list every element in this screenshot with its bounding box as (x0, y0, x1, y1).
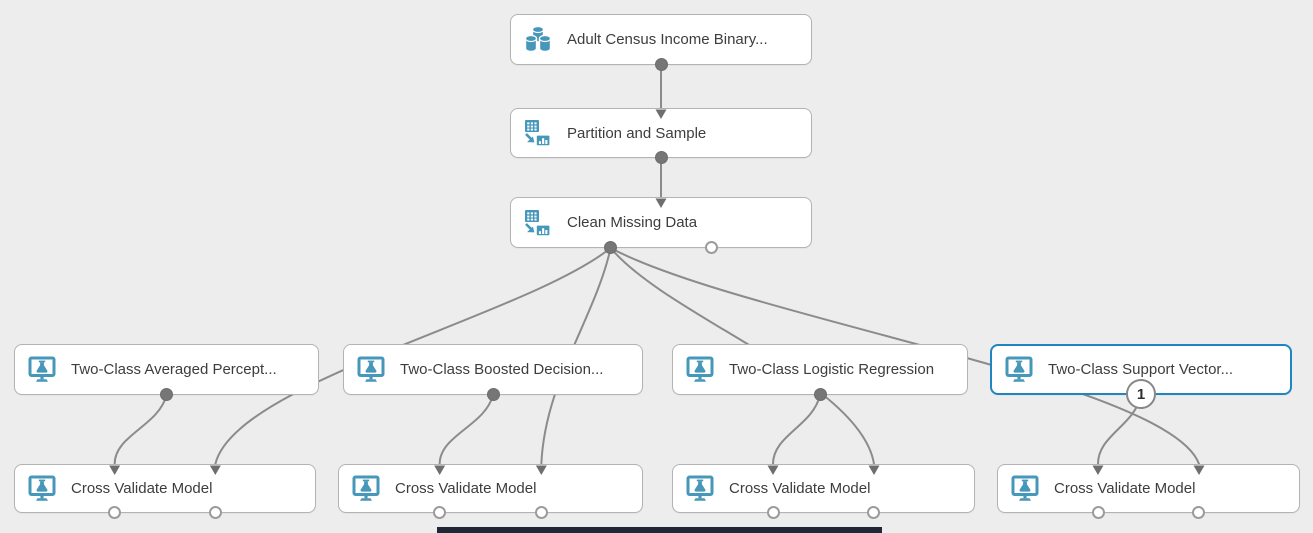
table-to-chart-icon (523, 208, 553, 238)
module-node-adult-census-dataset[interactable]: Adult Census Income Binary... (510, 14, 812, 71)
output-port[interactable] (1192, 506, 1206, 519)
output-port[interactable] (813, 388, 827, 401)
module-node-two-class-averaged-perceptron[interactable]: Two-Class Averaged Percept... (14, 344, 319, 401)
output-port[interactable] (160, 388, 173, 401)
ml-model-icon (356, 355, 386, 385)
module-node-partition-and-sample[interactable]: Partition and Sample (510, 108, 812, 164)
output-port[interactable] (604, 241, 618, 254)
bottom-dark-bar (437, 527, 882, 533)
module-label: Cross Validate Model (395, 480, 537, 497)
module-node-cross-validate-model-1[interactable]: Cross Validate Model (14, 464, 316, 519)
module-label: Cross Validate Model (729, 480, 871, 497)
output-port[interactable] (534, 506, 548, 519)
output-port[interactable] (1091, 506, 1105, 519)
edge-two-class-averaged-perceptron-to-cross-validate-model-1[interactable] (113, 394, 168, 465)
output-port[interactable] (433, 506, 447, 519)
output-port[interactable] (654, 151, 668, 164)
ml-model-icon (1004, 355, 1034, 385)
module-node-two-class-support-vector[interactable]: Two-Class Support Vector...1 (990, 344, 1292, 409)
ml-model-icon (685, 355, 715, 385)
output-port[interactable] (486, 388, 500, 401)
ml-model-icon (27, 355, 57, 385)
output-port[interactable] (654, 58, 668, 71)
output-port[interactable] (867, 506, 881, 519)
dataset-icon (523, 25, 553, 55)
ml-model-icon (351, 474, 381, 504)
edge-two-class-boosted-decision-to-cross-validate-model-2[interactable] (438, 394, 494, 465)
ml-model-icon (685, 474, 715, 504)
module-node-cross-validate-model-2[interactable]: Cross Validate Model (338, 464, 643, 519)
module-label: Two-Class Support Vector... (1048, 361, 1234, 378)
ml-model-icon (1010, 474, 1040, 504)
output-port-badge[interactable]: 1 (1126, 379, 1156, 409)
module-node-cross-validate-model-4[interactable]: Cross Validate Model (997, 464, 1300, 519)
module-label: Two-Class Averaged Percept... (71, 361, 277, 378)
output-port[interactable] (108, 506, 122, 519)
ml-model-icon (27, 474, 57, 504)
module-node-two-class-boosted-decision[interactable]: Two-Class Boosted Decision... (343, 344, 643, 401)
output-port[interactable] (208, 506, 222, 519)
output-port[interactable] (704, 241, 718, 254)
module-node-clean-missing-data[interactable]: Clean Missing Data (510, 197, 812, 254)
module-label: Cross Validate Model (71, 480, 213, 497)
module-label: Two-Class Logistic Regression (729, 361, 935, 378)
module-label: Partition and Sample (567, 124, 707, 142)
module-label: Clean Missing Data (567, 214, 698, 231)
module-label: Two-Class Boosted Decision... (400, 361, 604, 378)
module-node-two-class-logistic-regression[interactable]: Two-Class Logistic Regression (672, 344, 968, 401)
module-label: Cross Validate Model (1054, 480, 1196, 497)
output-port[interactable] (766, 506, 780, 519)
edge-two-class-logistic-regression-to-cross-validate-model-3[interactable] (771, 394, 821, 465)
module-node-cross-validate-model-3[interactable]: Cross Validate Model (672, 464, 975, 519)
table-to-chart-icon (523, 118, 553, 148)
module-label: Adult Census Income Binary... (567, 31, 768, 48)
